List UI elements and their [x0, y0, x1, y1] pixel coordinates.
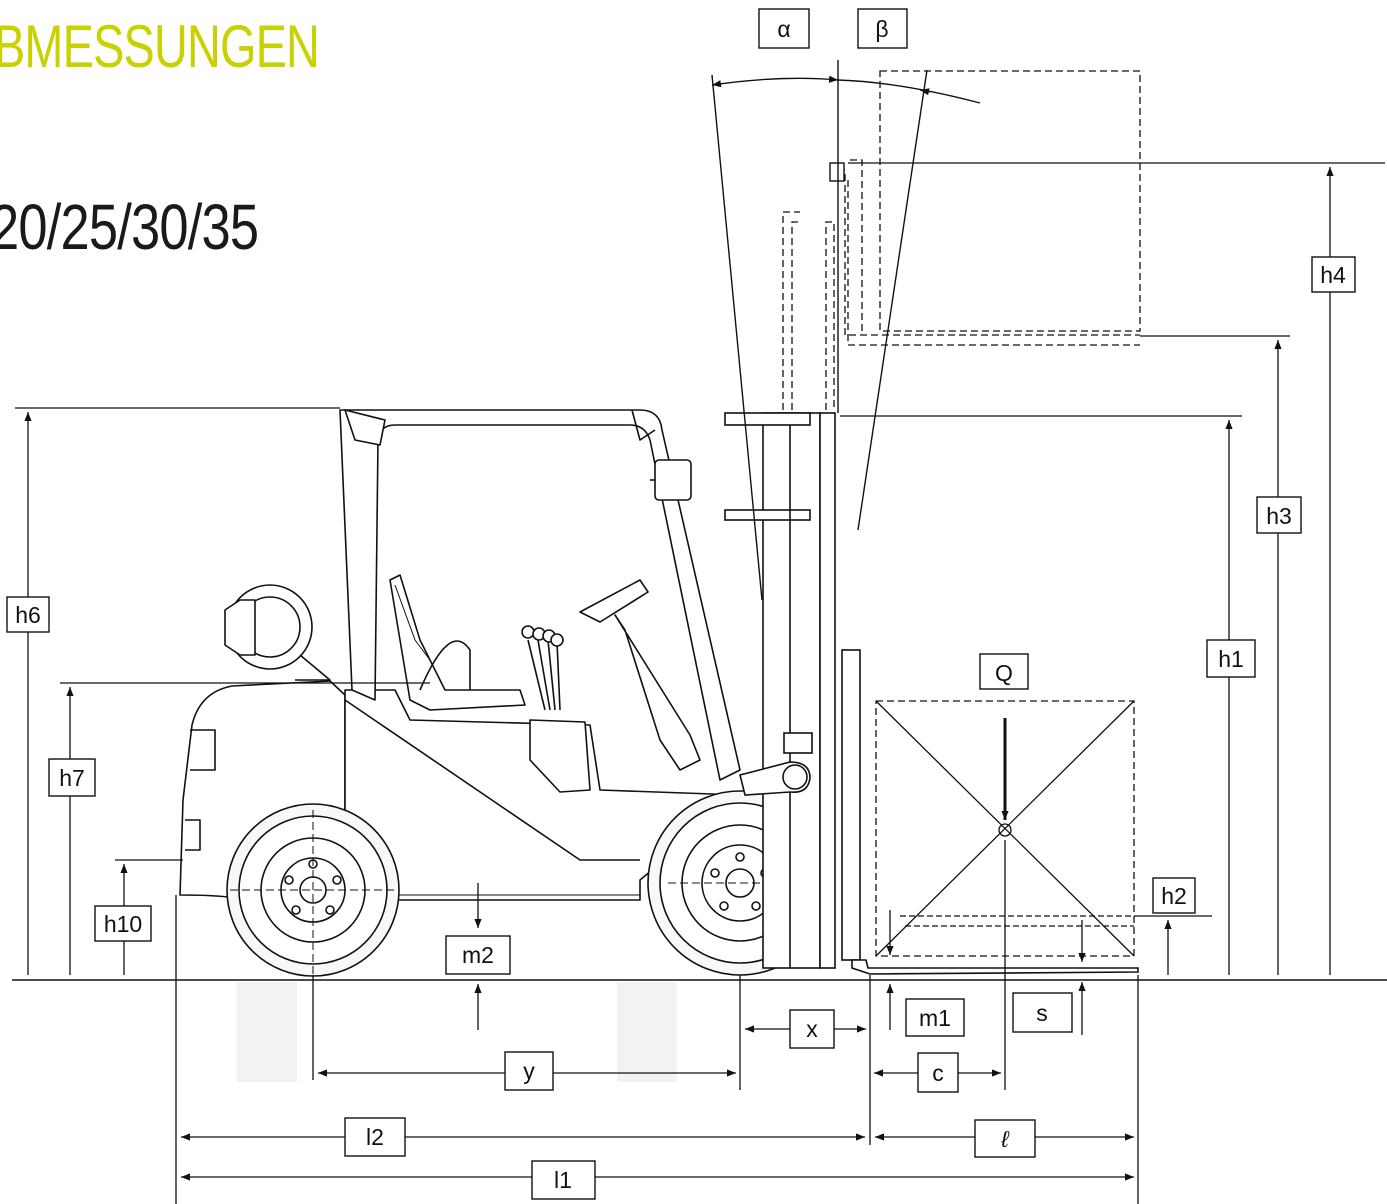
label-Q: Q — [979, 653, 1029, 690]
svg-text:β: β — [875, 16, 888, 42]
tilt-lines — [711, 60, 981, 601]
svg-text:s: s — [1036, 1000, 1048, 1026]
label-m2: m2 — [445, 935, 511, 975]
svg-text:l2: l2 — [366, 1124, 384, 1150]
label-alpha: α — [758, 8, 810, 49]
model-series: 20/25/30/35 — [0, 191, 259, 263]
label-h4: h4 — [1311, 256, 1356, 293]
svg-text:Q: Q — [995, 660, 1013, 686]
svg-text:x: x — [806, 1016, 818, 1042]
label-h3: h3 — [1256, 496, 1302, 534]
svg-text:l1: l1 — [554, 1167, 572, 1193]
svg-text:α: α — [777, 16, 790, 42]
label-m1: m1 — [905, 998, 965, 1037]
label-l2: l2 — [344, 1117, 406, 1157]
label-beta: β — [857, 8, 908, 49]
svg-text:m1: m1 — [919, 1005, 951, 1031]
label-l: ℓ — [974, 1119, 1036, 1158]
svg-text:h2: h2 — [1161, 883, 1187, 909]
raised-mast-outline — [782, 70, 1141, 410]
label-x: x — [789, 1009, 835, 1049]
page-title: BMESSUNGEN — [0, 13, 320, 80]
label-y: y — [504, 1051, 554, 1091]
ground-shadow — [617, 982, 677, 1082]
ground-shadow — [237, 982, 297, 1082]
svg-text:h1: h1 — [1218, 646, 1244, 672]
svg-text:y: y — [523, 1058, 535, 1084]
label-h2: h2 — [1152, 877, 1196, 914]
svg-text:m2: m2 — [462, 942, 494, 968]
svg-text:ℓ: ℓ — [1000, 1126, 1010, 1152]
dimension-lines — [15, 162, 1385, 1204]
svg-text:h7: h7 — [59, 765, 85, 791]
label-s: s — [1012, 992, 1073, 1033]
label-h10: h10 — [94, 905, 152, 942]
label-c: c — [917, 1052, 959, 1093]
label-l1: l1 — [531, 1160, 596, 1200]
load-box — [875, 700, 1135, 957]
label-h7: h7 — [48, 758, 96, 797]
svg-text:h3: h3 — [1266, 503, 1292, 529]
svg-text:c: c — [932, 1060, 944, 1086]
label-h1: h1 — [1206, 639, 1256, 678]
label-h6: h6 — [6, 596, 50, 633]
lift-mast — [724, 412, 861, 969]
svg-text:h10: h10 — [104, 911, 142, 937]
svg-text:h4: h4 — [1320, 262, 1346, 288]
fork — [851, 959, 1139, 975]
svg-text:h6: h6 — [15, 602, 41, 628]
